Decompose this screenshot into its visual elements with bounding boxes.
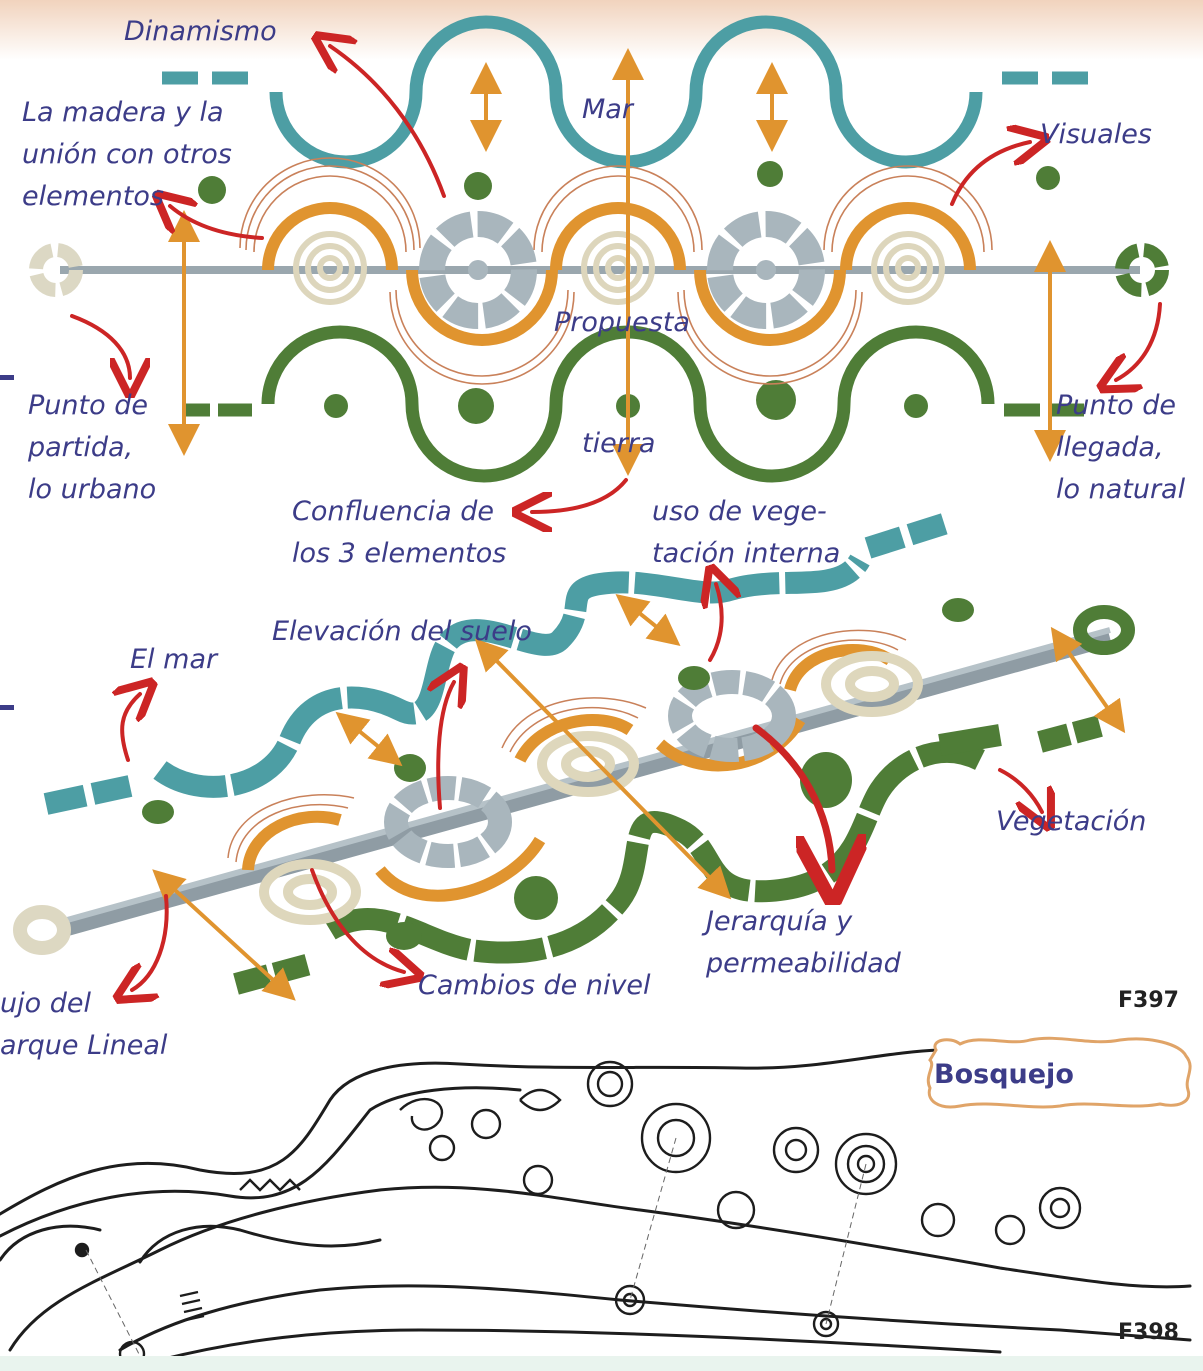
label-el-mar: El mar [130, 642, 217, 677]
label-partida-line1: Punto de [28, 388, 148, 423]
figure-id-f398: F398 [1118, 1320, 1179, 1345]
label-madera-line1: La madera y la [22, 95, 224, 130]
label-llegada-line2: llegada, [1056, 430, 1164, 465]
label-cambios: Cambios de nivel [418, 968, 651, 1003]
label-llegada-line3: lo natural [1056, 472, 1185, 507]
label-madera-line3: elementos [22, 179, 164, 214]
label-dinamismo: Dinamismo [124, 14, 277, 49]
label-jerarquia-line2: permeabilidad [706, 946, 901, 981]
label-llegada-line1: Punto de [1056, 388, 1176, 423]
label-madera-line2: unión con otros [22, 137, 232, 172]
label-confluencia-line2: los 3 elementos [292, 536, 506, 571]
label-vegetacion: Vegetación [996, 804, 1146, 839]
label-tierra: tierra [582, 426, 655, 461]
label-propuesta: Propuesta [554, 305, 690, 340]
bosquejo-badge: Bosquejo [926, 1043, 1190, 1107]
figure-id-f397: F397 [1118, 988, 1179, 1013]
label-visuales: Visuales [1040, 117, 1152, 152]
label-mar: Mar [582, 92, 633, 127]
label-partida-line3: lo urbano [28, 472, 156, 507]
side-marker [0, 705, 14, 710]
label-dibujo-line2: arque Lineal [0, 1028, 167, 1063]
side-marker [0, 375, 14, 380]
bottom-band [0, 1356, 1203, 1371]
label-elevacion: Elevación del suelo [272, 614, 532, 649]
label-vegetacion-interna-line2: tación interna [652, 536, 840, 571]
label-confluencia-line1: Confluencia de [292, 494, 494, 529]
label-dibujo-line1: ujo del [0, 986, 91, 1021]
label-jerarquia-line1: Jerarquía y [706, 904, 852, 939]
label-vegetacion-interna-line1: uso de vege- [652, 494, 827, 529]
label-partida-line2: partida, [28, 430, 133, 465]
